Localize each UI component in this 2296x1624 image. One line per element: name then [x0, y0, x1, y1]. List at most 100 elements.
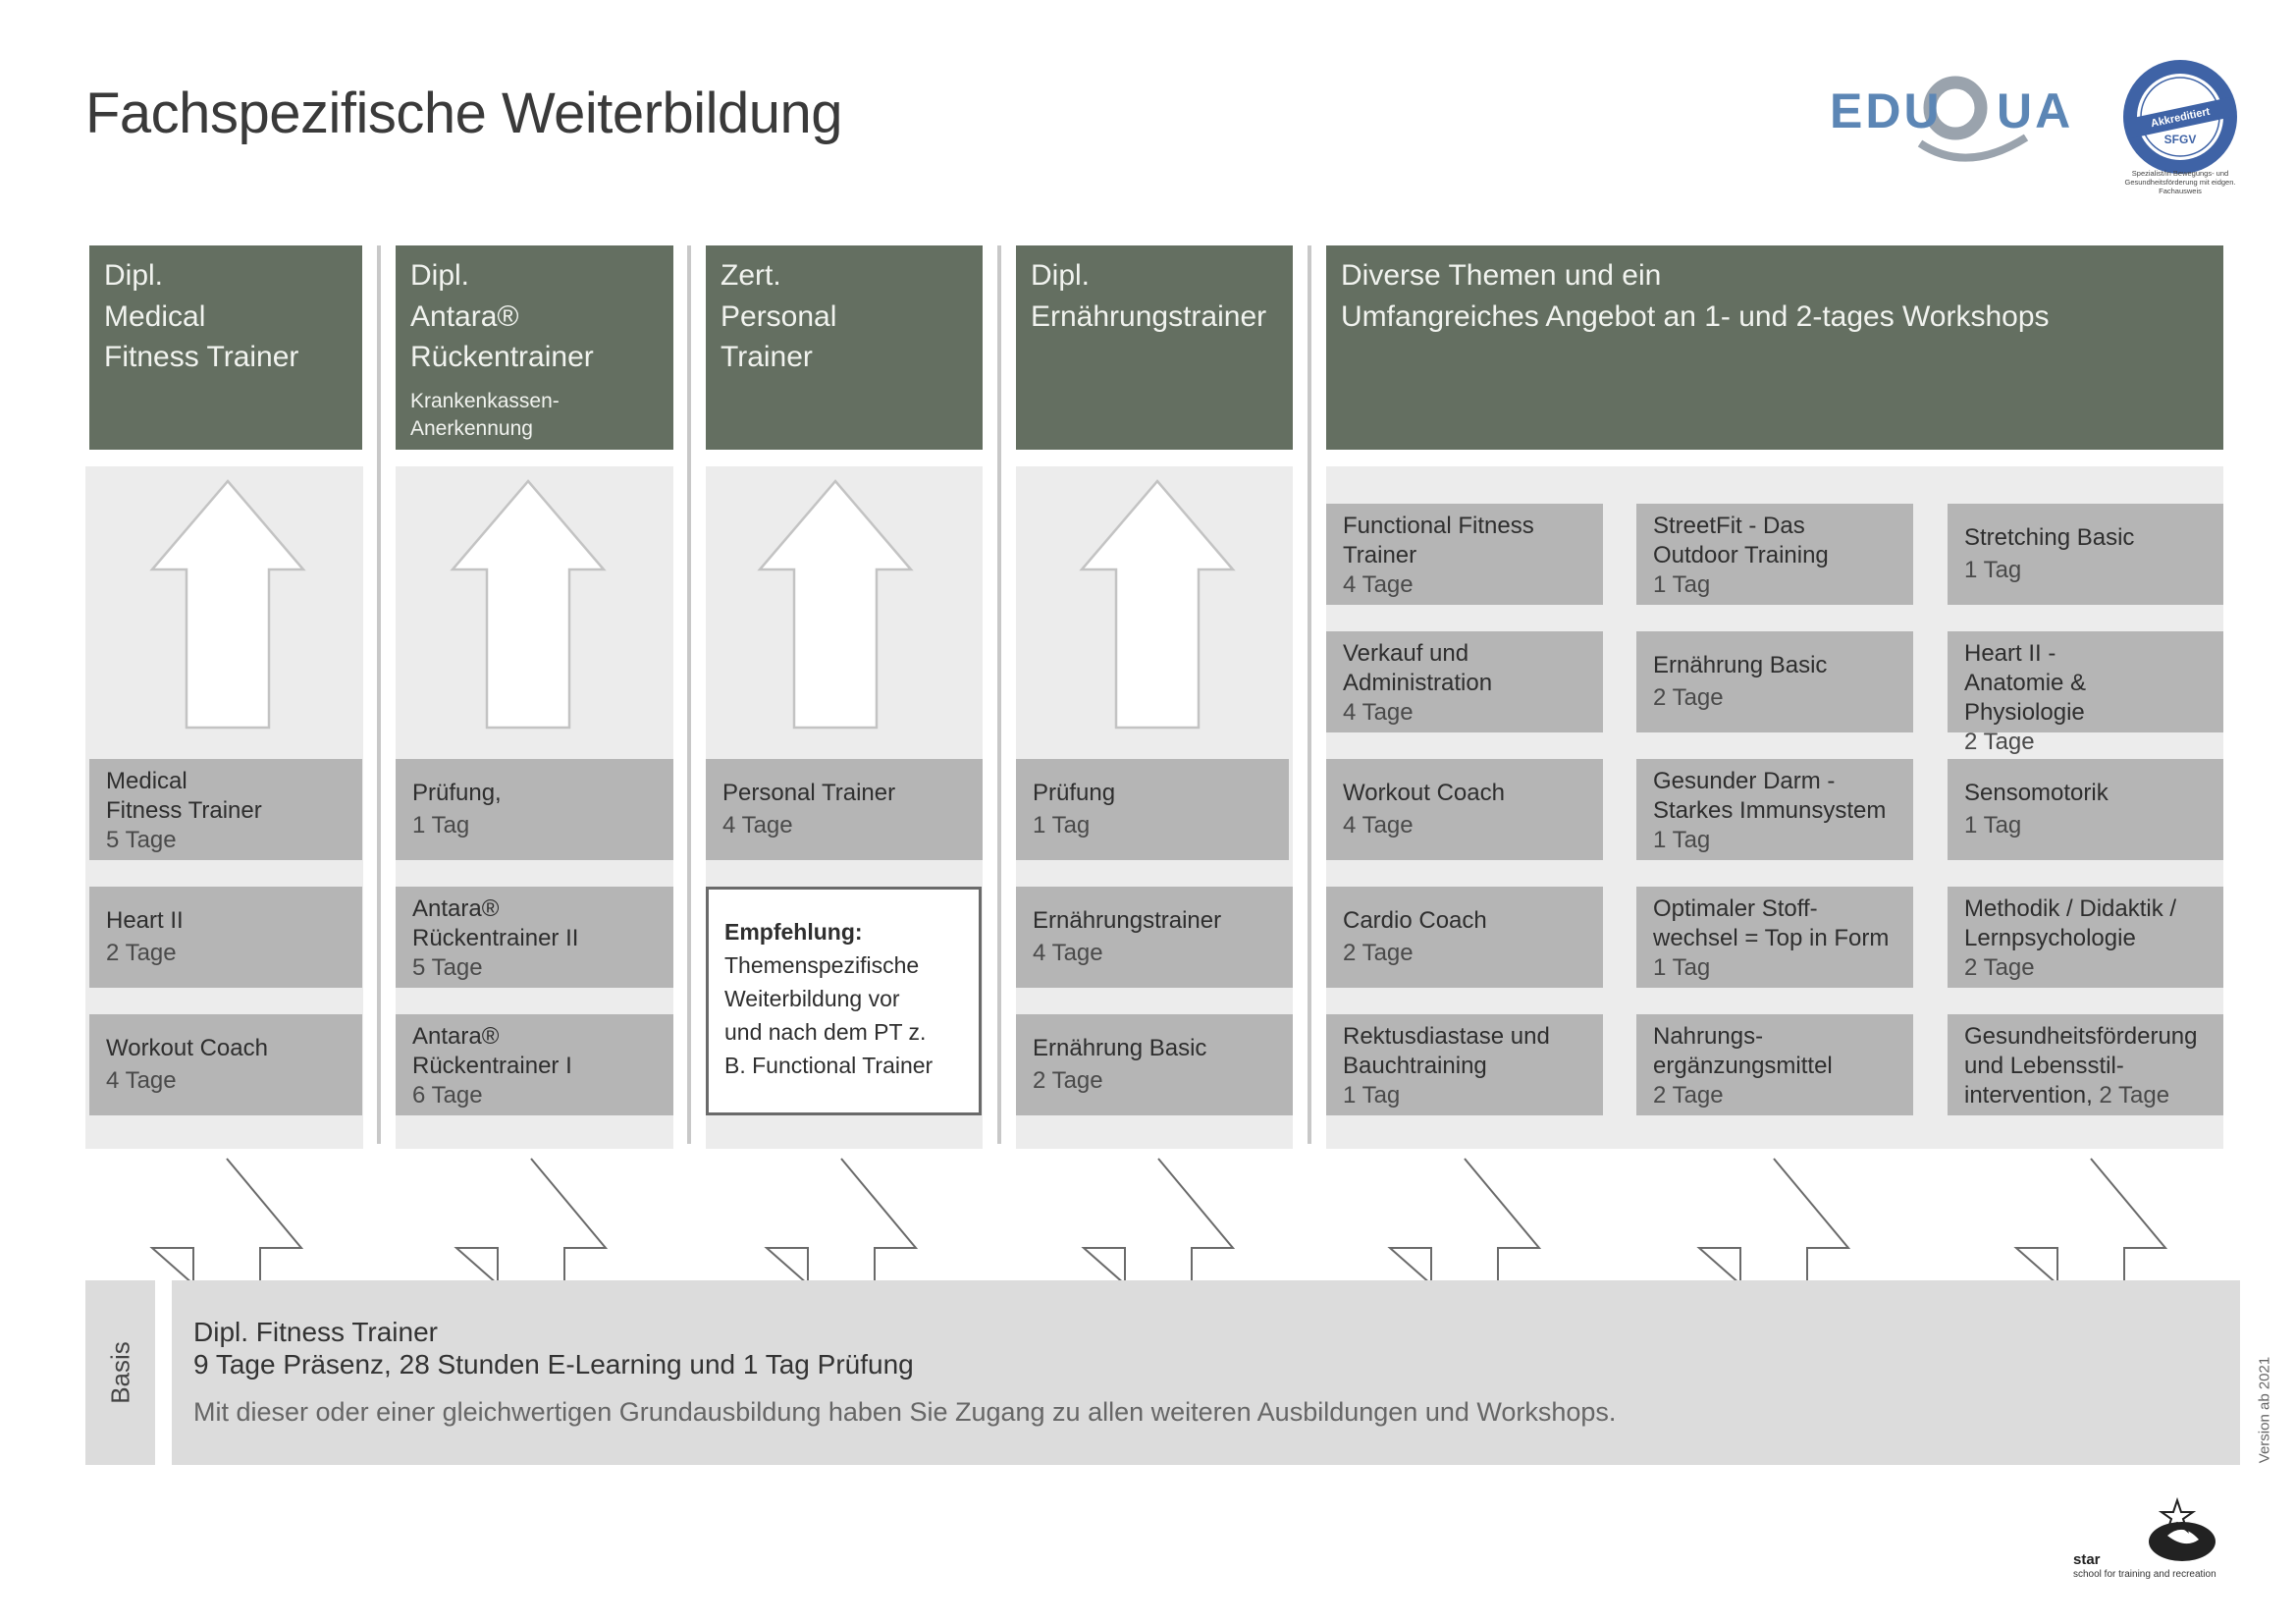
workshop-duration: 1 Tag	[1653, 827, 1711, 853]
workshop-title: Sensomotorik	[1964, 780, 2109, 806]
workshop-box: Rektusdiastase und Bauchtraining 1 Tag	[1326, 1014, 1603, 1115]
star-brand: star	[2073, 1551, 2101, 1568]
recommendation-title: Empfehlung:	[724, 919, 863, 945]
header-line: Diverse Themen und ein	[1341, 259, 1662, 292]
column-divider	[377, 245, 381, 1144]
module-title: Ernährung Basic	[1033, 1035, 1207, 1061]
workshop-box: Gesundheitsförderung und Lebensstil- int…	[1948, 1014, 2223, 1115]
up-arrow-icon	[2013, 1158, 2168, 1284]
module-duration: 4 Tage	[106, 1067, 177, 1094]
header-line: Dipl.	[1031, 259, 1091, 292]
up-arrow-icon	[1081, 1158, 1236, 1284]
module-duration: 2 Tage	[1033, 1067, 1103, 1094]
module-duration: 4 Tage	[722, 812, 793, 839]
module-title: Ernährungstrainer	[1033, 907, 1222, 934]
eduqua-swoosh-icon	[1917, 76, 2029, 162]
recommendation-line: Themenspezifische	[724, 952, 920, 978]
star-tagline: school for training and recreation	[2073, 1569, 2216, 1580]
module-title: Medical	[106, 768, 187, 794]
module-box: Heart II 2 Tage	[89, 887, 362, 988]
up-arrow-icon	[764, 1158, 919, 1284]
up-arrow-icon	[1079, 479, 1236, 730]
recommendation-line: Weiterbildung vor	[724, 986, 900, 1011]
recommendation-box: Empfehlung: Themenspezifische Weiterbild…	[706, 887, 982, 1115]
up-arrow-icon	[757, 479, 914, 730]
module-box: Personal Trainer 4 Tage	[706, 759, 983, 860]
up-arrow-icon	[1696, 1158, 1851, 1284]
module-title: Prüfung	[1033, 780, 1116, 806]
module-title: Rückentrainer I	[412, 1053, 572, 1079]
header-line: Medical	[104, 299, 206, 333]
workshop-title: Stretching Basic	[1964, 524, 2135, 551]
workshop-duration: 2 Tage	[1343, 940, 1414, 966]
header-workshops: Diverse Themen und ein Umfangreiches Ang…	[1326, 245, 2223, 450]
workshop-title: Functional Fitness	[1343, 513, 1534, 539]
workshop-duration: 2 Tage	[1653, 1082, 1724, 1109]
module-title: Antara®	[412, 1023, 500, 1050]
header-personal-trainer: Zert. Personal Trainer	[706, 245, 983, 450]
workshop-title: wechsel = Top in Form	[1653, 925, 1890, 951]
workshop-duration: 1 Tag	[1653, 571, 1711, 598]
up-arrow-icon	[149, 479, 306, 730]
workshop-title: Anatomie & Physiologie	[1964, 670, 2087, 726]
workshop-title: Verkauf und	[1343, 640, 1469, 667]
basis-description: Mit dieser oder einer gleichwertigen Gru…	[193, 1397, 1617, 1427]
column-divider	[997, 245, 1001, 1144]
header-ernaehrungstrainer: Dipl. Ernährungstrainer	[1016, 245, 1293, 450]
workshop-title: Gesundheitsförderung	[1964, 1023, 2198, 1050]
module-box: Prüfung, 1 Tag	[396, 759, 673, 860]
basis-label: Basis	[105, 1341, 135, 1404]
workshop-box: Sensomotorik 1 Tag	[1948, 759, 2223, 860]
workshop-duration: 1 Tag	[1964, 557, 2022, 583]
workshop-title: intervention, 2 Tage	[1964, 1081, 2209, 1110]
module-duration: 1 Tag	[1033, 812, 1091, 839]
recommendation-line: B. Functional Trainer	[724, 1053, 934, 1078]
workshop-title: Outdoor Training	[1653, 542, 1829, 568]
module-duration: 5 Tage	[106, 827, 177, 853]
module-duration: 6 Tage	[412, 1082, 483, 1109]
workshop-title: ergänzungsmittel	[1653, 1053, 1833, 1079]
workshop-box: Cardio Coach 2 Tage	[1326, 887, 1603, 988]
module-duration: 2 Tage	[106, 940, 177, 966]
workshop-title: und Lebensstil-	[1964, 1053, 2124, 1079]
header-line: Ernährungstrainer	[1031, 299, 1267, 333]
module-title: Antara®	[412, 895, 500, 922]
module-duration: 5 Tage	[412, 954, 483, 981]
workshop-duration: 1 Tag	[1653, 954, 1711, 981]
workshop-title: Heart II -	[1964, 640, 2056, 667]
workshop-box: Workout Coach 4 Tage	[1326, 759, 1603, 860]
module-box: Prüfung 1 Tag	[1016, 759, 1289, 860]
workshop-title: Lernpsychologie	[1964, 925, 2136, 951]
workshop-box: Methodik / Didaktik / Lernpsychologie 2 …	[1948, 887, 2223, 988]
header-note: Anerkennung	[410, 416, 533, 440]
workshop-title: Rektusdiastase und	[1343, 1023, 1550, 1050]
seal-note: Spezialist/in Bewegungs- und Gesundheits…	[2124, 169, 2236, 195]
seal-brand-text: SFGV	[2164, 133, 2197, 146]
workshop-title: Gesunder Darm -	[1653, 768, 1836, 794]
basis-title: Dipl. Fitness Trainer	[193, 1317, 438, 1347]
workshop-title: Trainer	[1343, 542, 1417, 568]
workshop-duration: 1 Tag	[1964, 812, 2022, 839]
module-box: Antara® Rückentrainer I 6 Tage	[396, 1014, 673, 1115]
star-logo-icon	[2149, 1496, 2216, 1561]
basis-subtitle: 9 Tage Präsenz, 28 Stunden E-Learning un…	[193, 1349, 914, 1380]
module-title: Workout Coach	[106, 1035, 268, 1061]
module-title: Fitness Trainer	[106, 797, 262, 824]
workshop-box: Verkauf und Administration 4 Tage	[1326, 631, 1603, 732]
workshop-duration: 2 Tage	[1653, 684, 1724, 711]
header-line: Zert.	[721, 259, 781, 292]
basis-box: Dipl. Fitness Trainer 9 Tage Präsenz, 28…	[172, 1280, 2240, 1465]
header-line: Personal	[721, 299, 837, 333]
workshop-title: Workout Coach	[1343, 780, 1505, 806]
version-label: Version ab 2021	[2256, 1356, 2273, 1464]
workshop-title: Nahrungs-	[1653, 1023, 1764, 1050]
workshop-title: Starkes Immunsystem	[1653, 797, 1887, 824]
workshop-title-part: intervention,	[1964, 1082, 2093, 1109]
sfgv-seal-icon: Akkreditiert SFGV	[2120, 57, 2240, 177]
up-arrow-icon	[450, 479, 607, 730]
page-title: Fachspezifische Weiterbildung	[85, 81, 843, 145]
header-note: Krankenkassen-	[410, 389, 560, 412]
up-arrow-icon	[454, 1158, 609, 1284]
up-arrow-icon	[149, 1158, 304, 1284]
workshop-duration: 4 Tage	[1343, 571, 1414, 598]
